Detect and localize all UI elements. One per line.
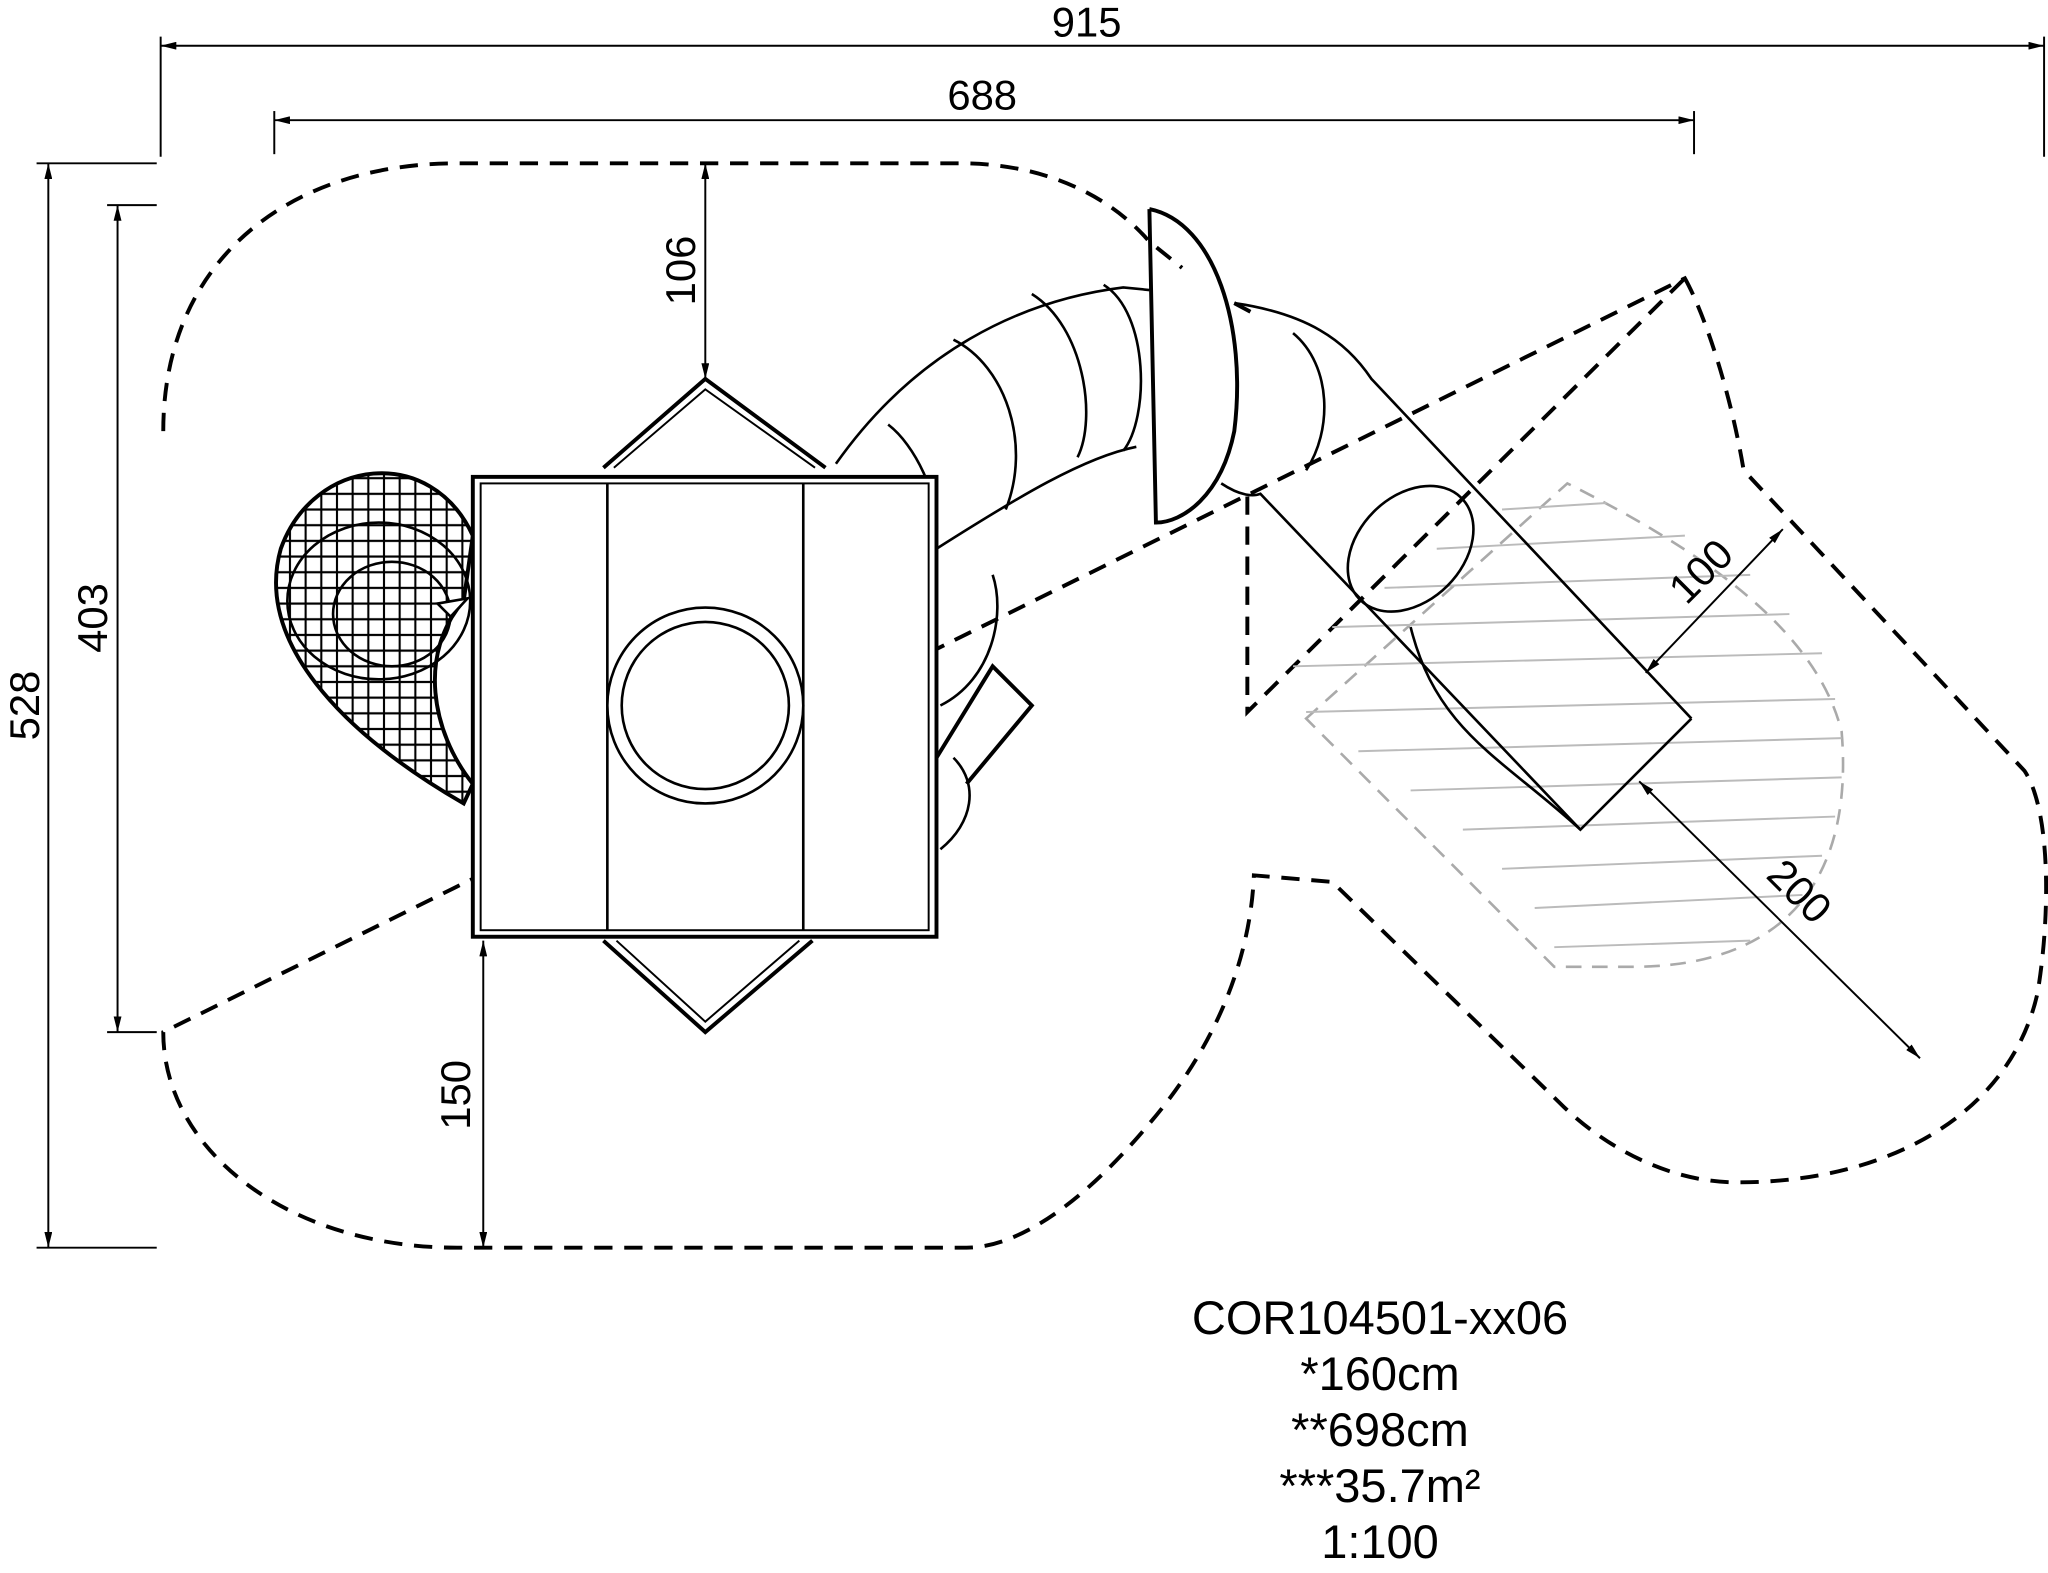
- slide-hood: [1147, 207, 1239, 525]
- tower: [470, 474, 939, 939]
- dim-total-depth: 528: [1, 671, 48, 741]
- tower-hatch: [606, 606, 805, 805]
- dim-equipment-width: 688: [947, 72, 1017, 119]
- dim-equipment-depth: 403: [69, 583, 116, 653]
- dim-top-clearance: 106: [657, 236, 704, 306]
- drawing-info-block: COR104501-xx06 *160cm **698cm ***35.7m² …: [1120, 1290, 1640, 1570]
- perimeter: **698cm: [1291, 1403, 1469, 1456]
- free-fall-height: *160cm: [1300, 1347, 1460, 1400]
- dim-total-width: 915: [1052, 0, 1122, 46]
- area: ***35.7m²: [1279, 1459, 1481, 1512]
- net-tunnel: [274, 471, 476, 807]
- slide-zone-outline: [1245, 276, 1687, 717]
- dim-slide-runout: 200: [1758, 850, 1841, 933]
- slide-landing-area: [1304, 481, 1845, 969]
- product-code: COR104501-xx06: [1191, 1291, 1569, 1344]
- tube-slide: [834, 207, 1693, 851]
- side-platform: [934, 663, 1035, 786]
- scale: 1:100: [1321, 1515, 1439, 1568]
- bottom-platform: [602, 939, 814, 1035]
- top-platform: [602, 376, 827, 470]
- dim-bottom-clearance: 150: [432, 1060, 479, 1130]
